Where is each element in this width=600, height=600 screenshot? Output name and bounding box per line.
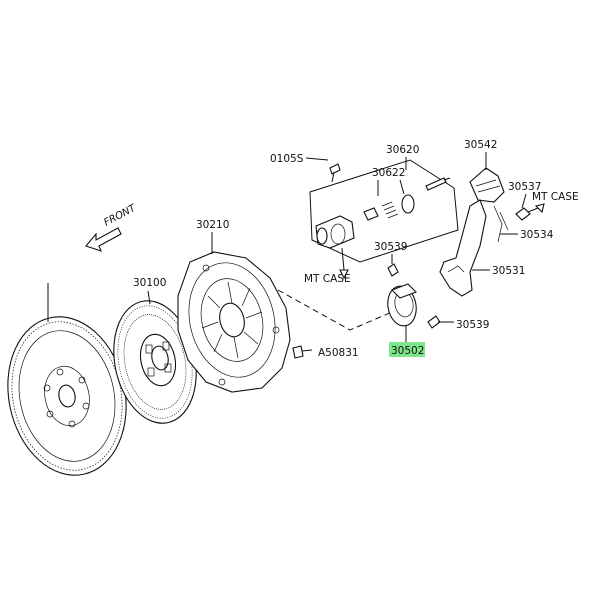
spring-clip-drawing <box>493 205 509 243</box>
release-fork-boot-drawing <box>469 167 505 203</box>
label-30531: 30531 <box>492 265 525 277</box>
label-30502-highlight <box>389 342 425 357</box>
clip-30539-top-drawing <box>387 263 399 277</box>
label-30502: 30502 <box>391 345 424 357</box>
label-mt-case-right: MT CASE <box>532 191 579 203</box>
clutch-disc-drawing <box>113 300 197 424</box>
release-fork-drawing <box>439 199 487 297</box>
label-mt-case-left: MT CASE <box>304 273 351 285</box>
bolt-a50831-drawing <box>292 345 313 359</box>
label-30620: 30620 <box>386 144 419 156</box>
slave-cylinder-drawing <box>309 159 459 280</box>
leader-0105S <box>305 157 329 161</box>
front-arrow-icon <box>85 227 122 252</box>
front-label: FRONT <box>102 202 138 228</box>
pressure-plate-drawing <box>177 251 291 393</box>
label-A50831: A50831 <box>318 347 359 359</box>
release-bearing-drawing <box>387 283 417 327</box>
leader-30622-b <box>399 179 405 195</box>
label-30534: 30534 <box>520 229 554 241</box>
leader-30537 <box>521 193 527 209</box>
label-30100: 30100 <box>133 277 166 289</box>
assembly-centerline <box>277 289 393 331</box>
label-30539-top: 30539 <box>374 241 407 253</box>
leader-30100 <box>147 290 151 305</box>
label-30622: 30622 <box>372 167 405 179</box>
pivot-30537-drawing <box>515 207 539 221</box>
label-30539-bottom: 30539 <box>456 319 489 331</box>
label-30542: 30542 <box>464 139 497 151</box>
label-30210: 30210 <box>196 219 229 231</box>
label-0105S: 0105S <box>270 153 304 165</box>
label-30537: 30537 <box>508 181 541 193</box>
mt-case-arrow-icon <box>534 203 545 214</box>
